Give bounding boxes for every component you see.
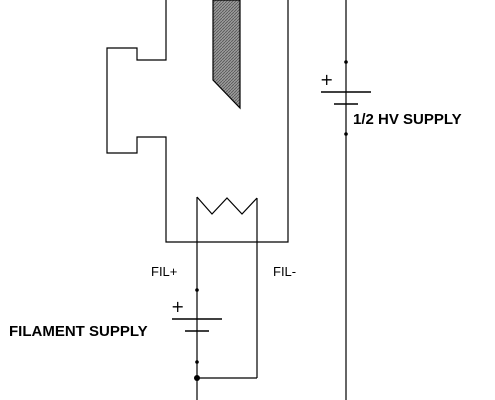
angled-electrode — [212, 0, 241, 110]
hv-node-top — [344, 60, 348, 64]
fil-minus-label: FIL- — [273, 264, 296, 279]
filament-element — [196, 196, 258, 215]
tube-body-outline — [106, 0, 289, 243]
hv-supply-label: 1/2 HV SUPPLY — [353, 111, 462, 128]
filament-supply-label: FILAMENT SUPPLY — [9, 323, 148, 340]
filament-node-bottom — [195, 360, 199, 364]
hv-node-bottom — [344, 132, 348, 136]
filament-node-top — [195, 288, 199, 292]
filament-supply-plus-sign: + — [171, 297, 184, 316]
hv-supply-plus-sign: + — [320, 70, 333, 89]
fil-plus-label: FIL+ — [151, 264, 177, 279]
